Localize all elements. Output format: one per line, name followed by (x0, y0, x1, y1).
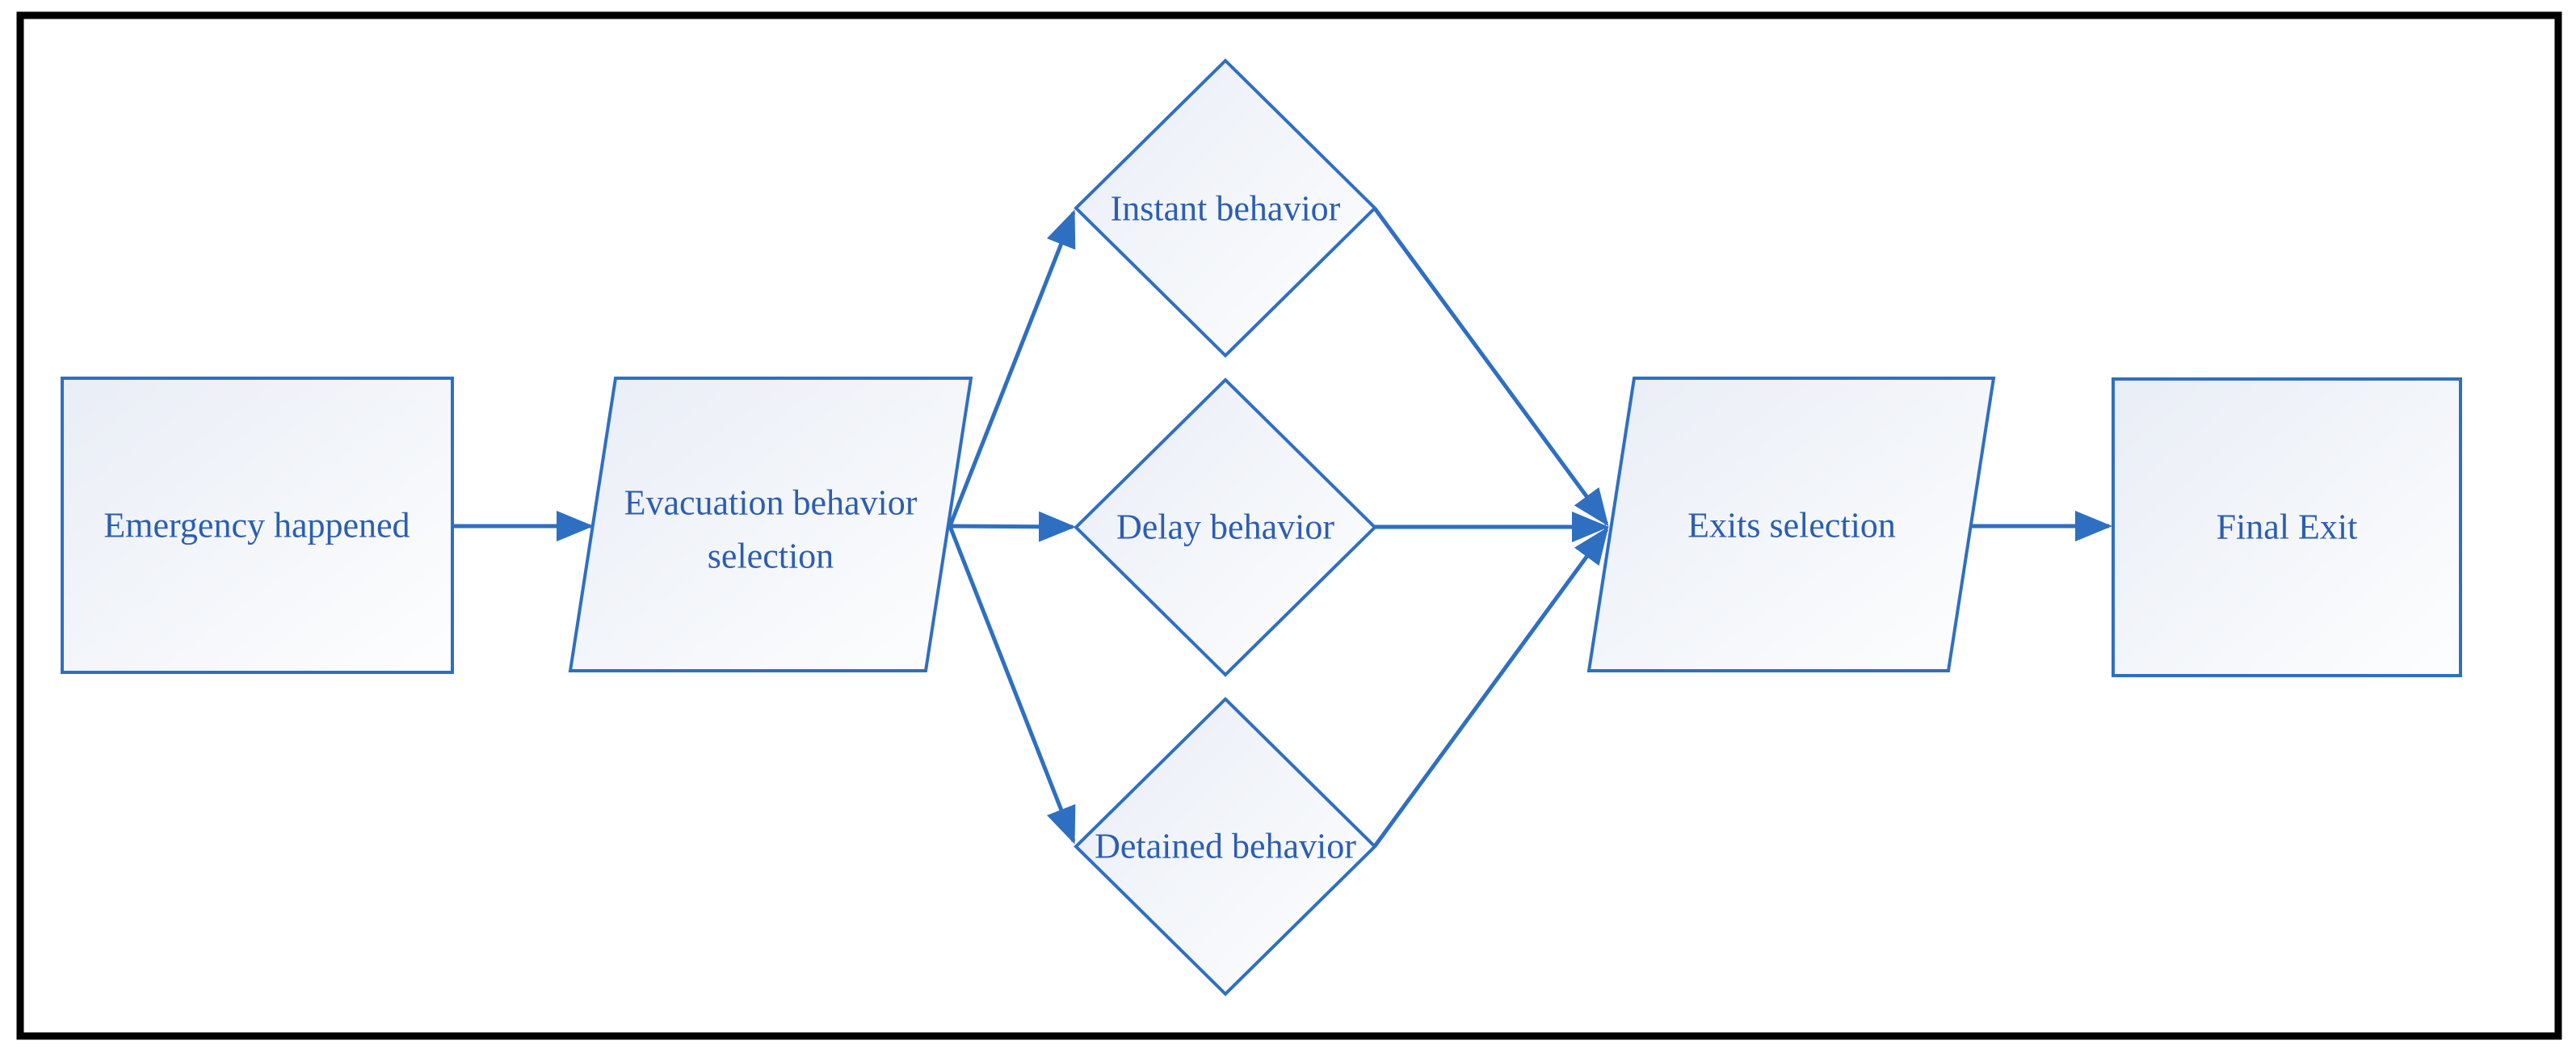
final-label: Final Exit (2217, 508, 2358, 547)
node-delay: Delay behavior (1074, 377, 1377, 677)
emergency-label: Emergency happened (103, 506, 410, 545)
outer-frame (16, 11, 2562, 1040)
node-detained: Detained behavior (1074, 697, 1377, 996)
emergency-rect (61, 377, 454, 674)
detained-label: Detained behavior (1095, 827, 1356, 866)
edge-evacuation-detained (948, 525, 1076, 845)
delay-diamond (1074, 377, 1377, 677)
instant-label: Instant behavior (1111, 189, 1341, 229)
edge-evacuation-instant (948, 209, 1076, 527)
evacuation-label-line1: Evacuation behavior (624, 483, 918, 523)
edges (452, 207, 2112, 848)
edge-detained-exits (1372, 526, 1609, 848)
detained-diamond (1074, 697, 1377, 996)
edge-evacuation-delay (949, 511, 1076, 542)
node-final: Final Exit (2112, 377, 2462, 677)
node-exits: Exits selection (1586, 377, 1996, 672)
edge-instant-exits (1372, 207, 1609, 527)
node-evacuation: Evacuation behavior selection (568, 377, 973, 672)
evacuation-parallelogram (568, 377, 973, 672)
delay-label: Delay behavior (1116, 508, 1334, 547)
instant-diamond (1074, 58, 1377, 358)
exits-parallelogram (1586, 377, 1996, 672)
node-emergency: Emergency happened (61, 377, 454, 674)
exits-label: Exits selection (1687, 506, 1896, 545)
evacuation-label-line2: selection (708, 537, 834, 576)
final-rect (2112, 377, 2462, 677)
node-instant: Instant behavior (1074, 58, 1377, 358)
